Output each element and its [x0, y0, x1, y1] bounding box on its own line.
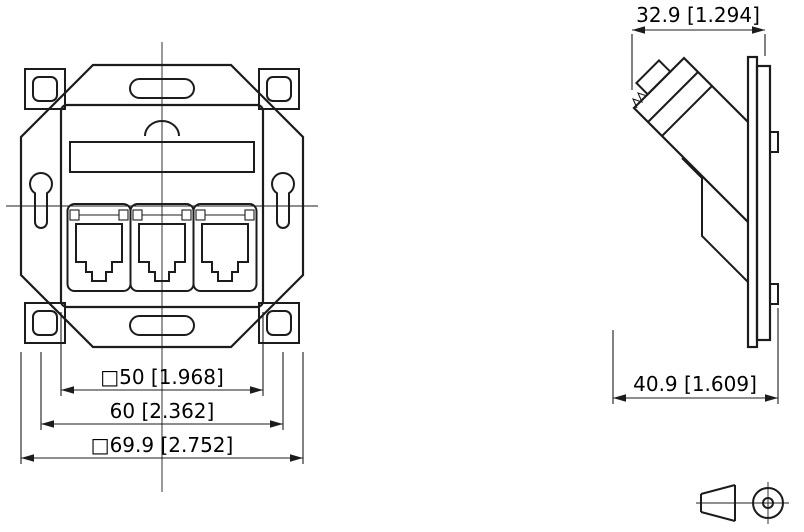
module-frame [192, 203, 258, 292]
module-collar-line-2 [661, 85, 713, 137]
arrowhead-right [752, 26, 765, 34]
dimension-depth-32-9: 32.9 [1.294] [631, 3, 766, 90]
front-plate-profile [746, 55, 759, 349]
arrowhead-right [290, 454, 303, 462]
arrowhead-right [270, 420, 283, 428]
circle-view-icon [752, 487, 784, 519]
dimension-text-depth-top: 32.9 [1.294] [636, 3, 760, 27]
dimension-depth-40-9: 40.9 [1.609] [612, 308, 779, 404]
corner-ear-top-right [258, 68, 300, 110]
arrowhead-right [250, 386, 263, 394]
side-view: 32.9 [1.294] 40.9 [1.609] [612, 3, 779, 404]
module-silhouette [632, 56, 749, 223]
claw-hole [32, 310, 58, 336]
arrowhead-left [61, 386, 74, 394]
shutter-tab-left [195, 209, 206, 221]
shutter-tab-right [181, 209, 192, 221]
arrowhead-left [41, 420, 54, 428]
projection-symbol [696, 482, 789, 524]
jack-opening [201, 223, 249, 282]
arrowhead-left [632, 26, 645, 34]
frustum-icon [700, 484, 736, 522]
dimension-spacing-60: 60 [2.362] [40, 352, 284, 430]
mounting-frame-outline [19, 63, 305, 349]
dimension-text-frame: □69.9 [2.752] [91, 433, 234, 457]
face-plate [59, 103, 265, 309]
corner-ear-bottom-right [258, 302, 300, 344]
latch-teeth [631, 92, 648, 109]
corner-ear-bottom-left [24, 302, 66, 344]
dimension-frame-69-9: □69.9 [2.752] [20, 352, 304, 464]
dimension-text-plate: □50 [1.968] [100, 365, 224, 389]
claw-hole [32, 76, 58, 102]
jack-stub [634, 58, 672, 96]
keyhole-slot-left [29, 172, 53, 229]
arrowhead-right [765, 394, 778, 402]
claw-hole [266, 310, 292, 336]
dimension-text-spacing: 60 [2.362] [110, 399, 215, 423]
claw-upper [769, 131, 779, 153]
module-collar-line-1 [647, 71, 699, 123]
front-view: □50 [1.968] 60 [2.362] □69.9 [2.752] [6, 42, 318, 492]
rj45-module-left [66, 203, 132, 292]
ear-outline [24, 68, 66, 110]
ear-outline [258, 302, 300, 344]
keyhole-slot-right [271, 172, 295, 229]
dimension-plate-50: □50 [1.968] [60, 312, 264, 396]
oval-slot-bottom [129, 315, 195, 336]
rj45-module-right [192, 203, 258, 292]
ear-outline [24, 302, 66, 344]
jack-opening [75, 223, 123, 282]
thumb-recess-arc [144, 120, 180, 137]
shutter-tab-left [132, 209, 143, 221]
corner-ear-top-left [24, 68, 66, 110]
dimension-text-depth-bottom: 40.9 [1.609] [633, 372, 757, 396]
claw-hole [266, 76, 292, 102]
ear-outline [258, 68, 300, 110]
support-frame-profile [755, 64, 772, 342]
oval-slot-top [129, 78, 195, 99]
arrowhead-left [613, 394, 626, 402]
shutter-tab-left [69, 209, 80, 221]
angled-module [631, 56, 749, 283]
claw-lower [769, 283, 779, 305]
jack-opening [138, 223, 186, 282]
shutter-tab-right [244, 209, 255, 221]
shutter-tab-right [118, 209, 129, 221]
arrowhead-left [21, 454, 34, 462]
label-window [69, 141, 255, 173]
lower-housing [681, 157, 749, 283]
